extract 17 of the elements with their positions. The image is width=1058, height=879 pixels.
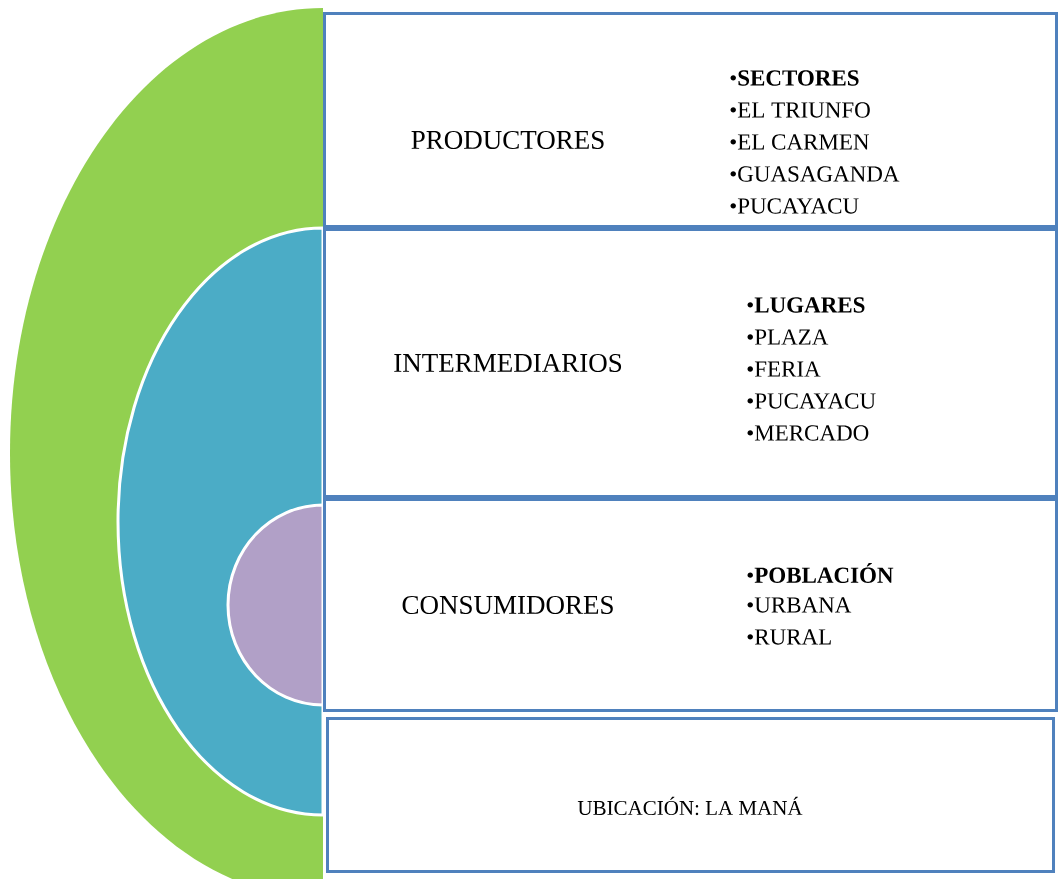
list-item: •EL CARMEN <box>730 134 869 150</box>
node-label: UBICACIÓN: LA MANÁ <box>577 796 803 816</box>
node-label: INTERMEDIARIOS <box>394 353 622 373</box>
list-item: •MERCADO <box>747 425 869 441</box>
node-label: CONSUMIDORES <box>402 595 613 615</box>
list-item: •LUGARES <box>747 297 865 313</box>
list-item: •PUCAYACU <box>747 393 876 409</box>
list-item: •POBLACIÓN <box>747 563 894 583</box>
list-item: •GUASAGANDA <box>730 166 900 182</box>
list-item: •PLAZA <box>747 329 829 345</box>
list-item: •PUCAYACU <box>730 198 859 214</box>
list-item: •SECTORES <box>730 70 859 86</box>
list-item: •RURAL <box>747 629 831 645</box>
list-item: •EL TRIUNFO <box>730 102 870 118</box>
list-item: •FERIA <box>747 361 821 377</box>
node-label: PRODUCTORES <box>411 130 604 150</box>
list-item: •URBANA <box>747 597 852 613</box>
